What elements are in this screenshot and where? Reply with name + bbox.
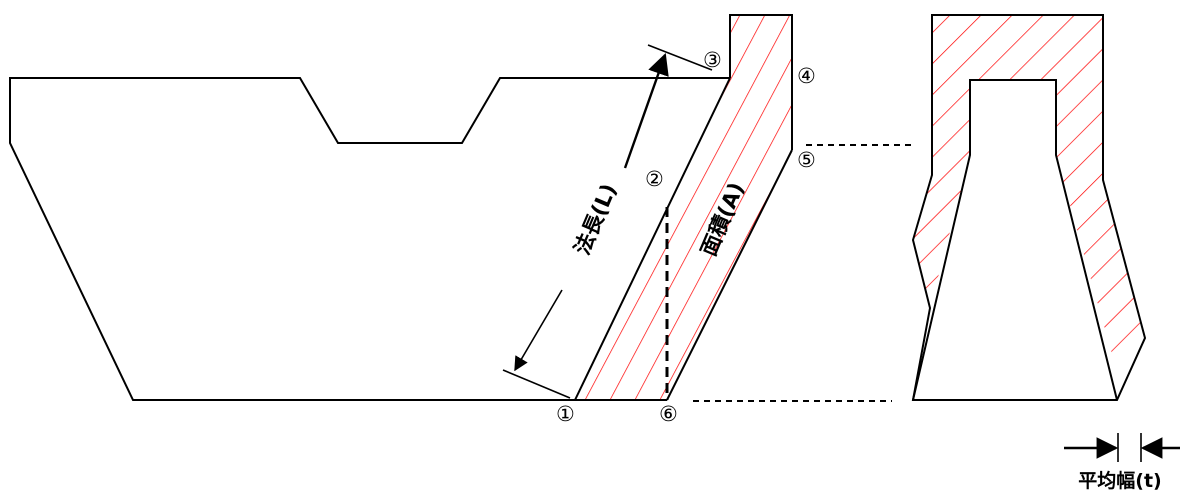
- hatched-area-slope: [575, 78, 792, 400]
- slope-tick-bottom: [502, 369, 571, 399]
- plan-view: 平均幅(t): [911, 14, 1180, 492]
- slope-length-arrow-upper: [623, 52, 669, 169]
- average-width-label: 平均幅(t): [1078, 469, 1161, 492]
- hatched-area-top: [730, 15, 792, 78]
- point-label-5: ⑤: [797, 148, 816, 172]
- point-label-4: ④: [797, 64, 816, 88]
- point-label-2: ②: [645, 167, 664, 191]
- ground-outline: [9, 77, 730, 401]
- slope-line-outer: [574, 77, 731, 401]
- point-label-6: ⑥: [659, 402, 678, 426]
- plan-outer-outline: [911, 14, 1147, 401]
- point-label-1: ①: [556, 402, 575, 426]
- plan-hatched-right: [1056, 80, 1145, 372]
- plan-inner-outline: [912, 79, 1118, 401]
- plan-hatched-left: [913, 80, 970, 308]
- plan-hatched-top: [932, 15, 1103, 80]
- top-block-outline: [729, 14, 793, 150]
- slope-length-arrow-lower: [514, 289, 563, 372]
- slope-tick-top: [647, 44, 713, 71]
- point-label-3: ③: [703, 48, 722, 72]
- slope-length-label: 法長(L): [570, 180, 621, 258]
- slope-line-inner: [666, 149, 793, 401]
- cross-section: ① ② ③ ④ ⑤ ⑥ 法長(L) 面積(A): [9, 14, 816, 426]
